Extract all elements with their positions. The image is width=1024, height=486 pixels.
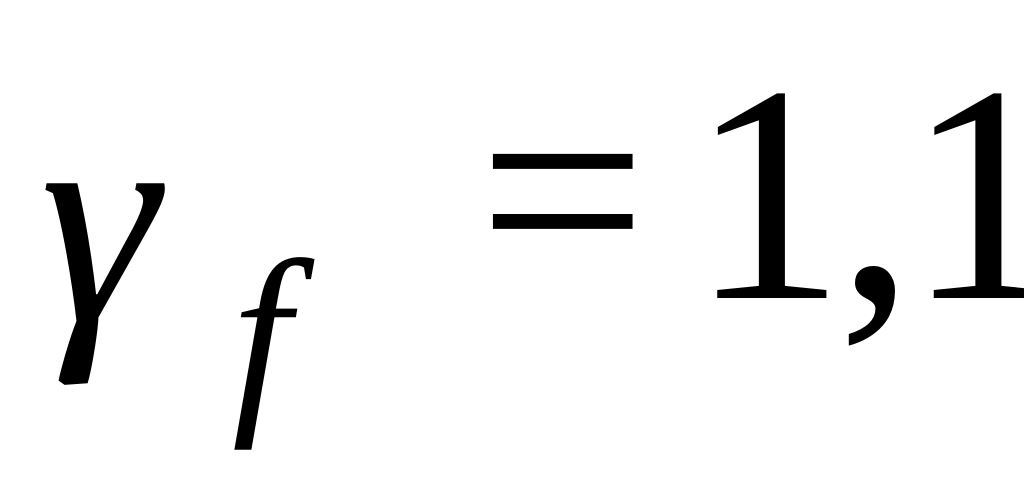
formula-value: 1,1 — [690, 23, 1024, 366]
subscript-f: f — [232, 219, 291, 451]
gamma-symbol: γ — [40, 54, 159, 386]
equals-sign: = — [478, 24, 648, 356]
